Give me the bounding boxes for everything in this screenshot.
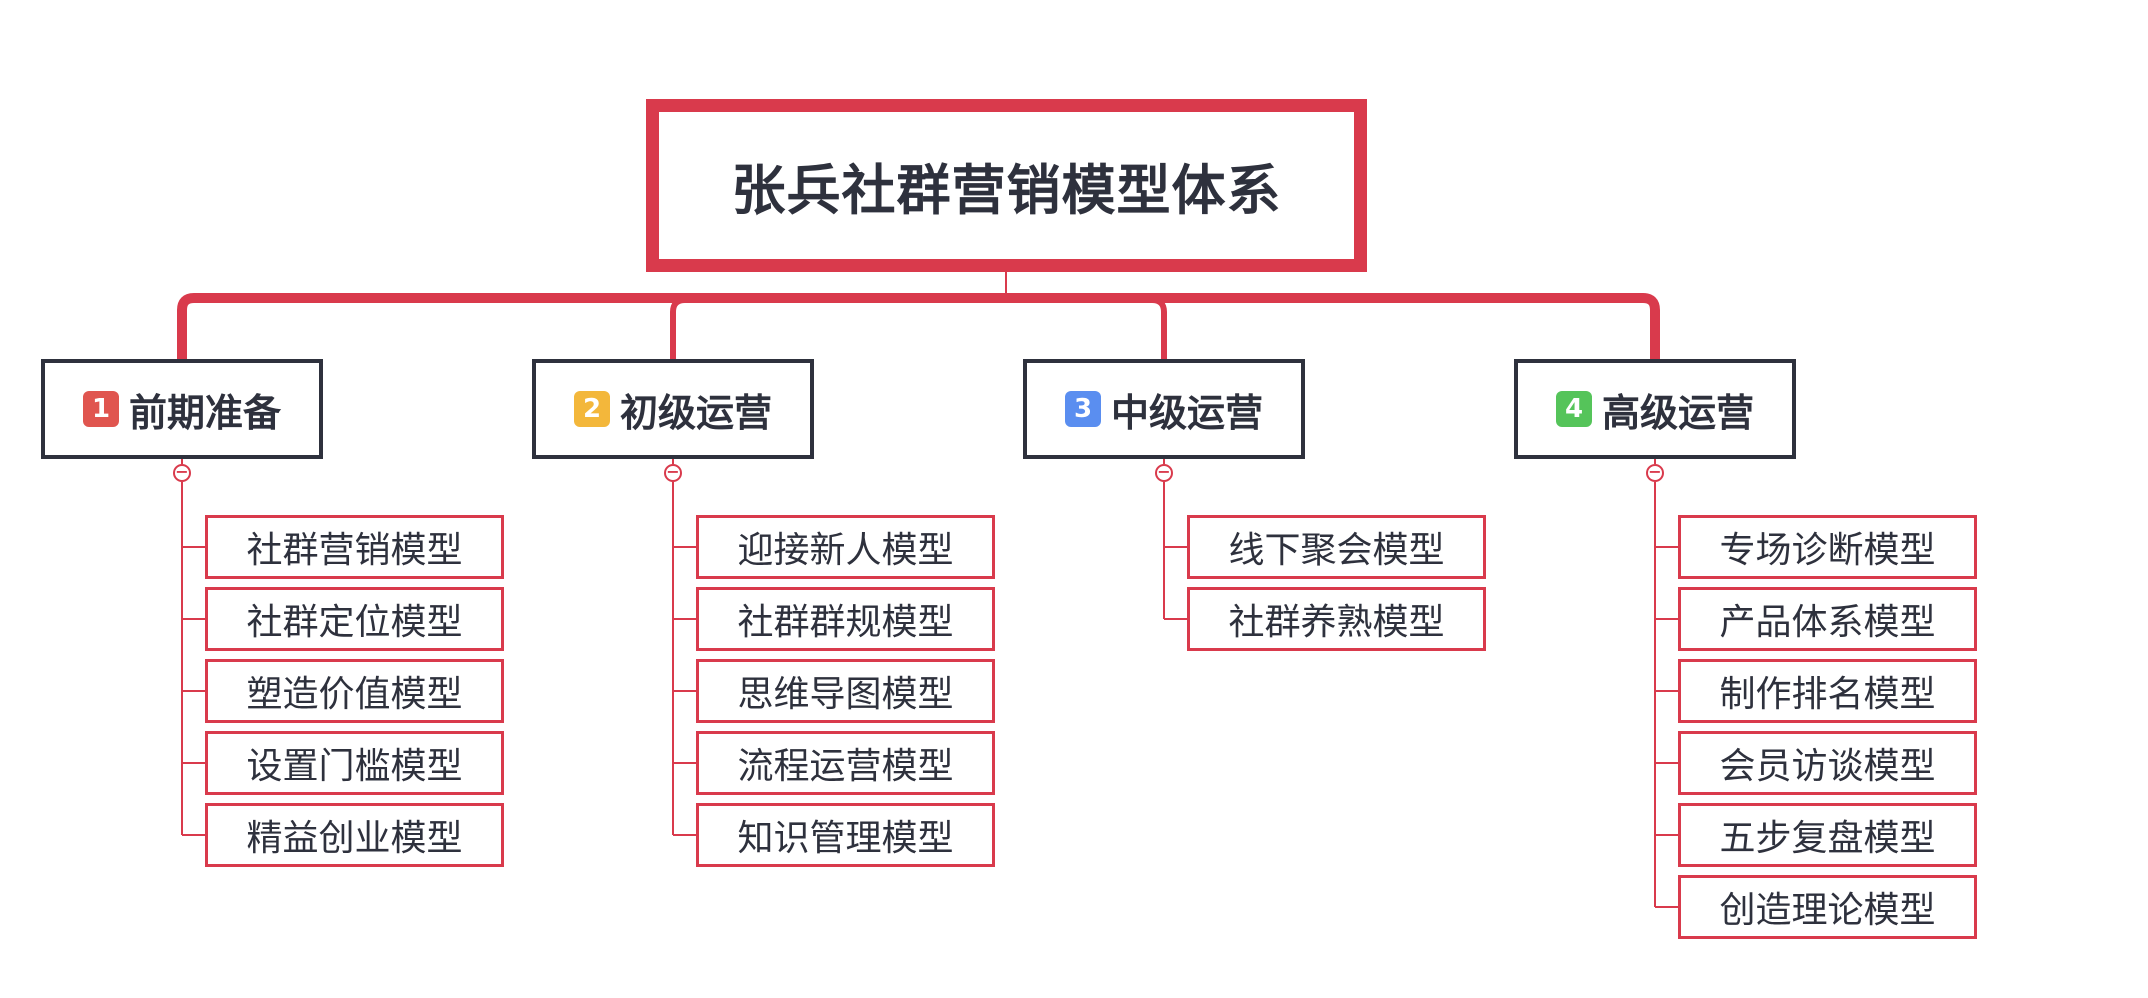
collapse-toggle-minus-icon[interactable]: − bbox=[173, 464, 191, 482]
leaf-item[interactable]: 线下聚会模型 bbox=[1187, 515, 1486, 579]
root-title: 张兵社群营销模型体系 bbox=[731, 159, 1282, 222]
leaf-item[interactable]: 塑造价值模型 bbox=[205, 659, 504, 723]
leaf-item[interactable]: 社群养熟模型 bbox=[1187, 587, 1486, 651]
branch-drop-line bbox=[1151, 297, 1167, 359]
collapse-toggle-minus-icon[interactable]: − bbox=[664, 464, 682, 482]
leaf-item[interactable]: 专场诊断模型 bbox=[1678, 515, 1977, 579]
leaf-item[interactable]: 社群群规模型 bbox=[696, 587, 995, 651]
leaf-item[interactable]: 会员访谈模型 bbox=[1678, 731, 1977, 795]
leaf-item[interactable]: 社群营销模型 bbox=[205, 515, 504, 579]
leaf-item[interactable]: 五步复盘模型 bbox=[1678, 803, 1977, 867]
badge-1-icon: 1 bbox=[82, 391, 119, 427]
leaf-item[interactable]: 精益创业模型 bbox=[205, 803, 504, 867]
leaf-item[interactable]: 社群定位模型 bbox=[205, 587, 504, 651]
leaf-item[interactable]: 流程运营模型 bbox=[696, 731, 995, 795]
leaf-item[interactable]: 知识管理模型 bbox=[696, 803, 995, 867]
collapse-toggle-minus-icon[interactable]: − bbox=[1155, 464, 1173, 482]
category-label: 中级运营 bbox=[1110, 390, 1263, 435]
category-intermediate[interactable]: 3 中级运营 bbox=[1023, 359, 1305, 459]
category-prep[interactable]: 1 前期准备 bbox=[41, 359, 323, 459]
leaf-item[interactable]: 迎接新人模型 bbox=[696, 515, 995, 579]
badge-3-icon: 3 bbox=[1064, 391, 1101, 427]
badge-4-icon: 4 bbox=[1555, 391, 1592, 427]
category-label: 前期准备 bbox=[128, 390, 281, 435]
leaf-item[interactable]: 产品体系模型 bbox=[1678, 587, 1977, 651]
leaf-item[interactable]: 制作排名模型 bbox=[1678, 659, 1977, 723]
leaf-item[interactable]: 设置门槛模型 bbox=[205, 731, 504, 795]
badge-2-icon: 2 bbox=[573, 391, 610, 427]
category-label: 高级运营 bbox=[1601, 390, 1754, 435]
category-junior[interactable]: 2 初级运营 bbox=[532, 359, 814, 459]
leaf-item[interactable]: 创造理论模型 bbox=[1678, 875, 1977, 939]
main-branch-line bbox=[177, 293, 1660, 359]
collapse-toggle-minus-icon[interactable]: − bbox=[1646, 464, 1664, 482]
leaf-item[interactable]: 思维导图模型 bbox=[696, 659, 995, 723]
branch-drop-line bbox=[670, 297, 686, 359]
category-advanced[interactable]: 4 高级运营 bbox=[1514, 359, 1796, 459]
category-label: 初级运营 bbox=[619, 390, 772, 435]
root-topic[interactable]: 张兵社群营销模型体系 bbox=[646, 99, 1367, 272]
